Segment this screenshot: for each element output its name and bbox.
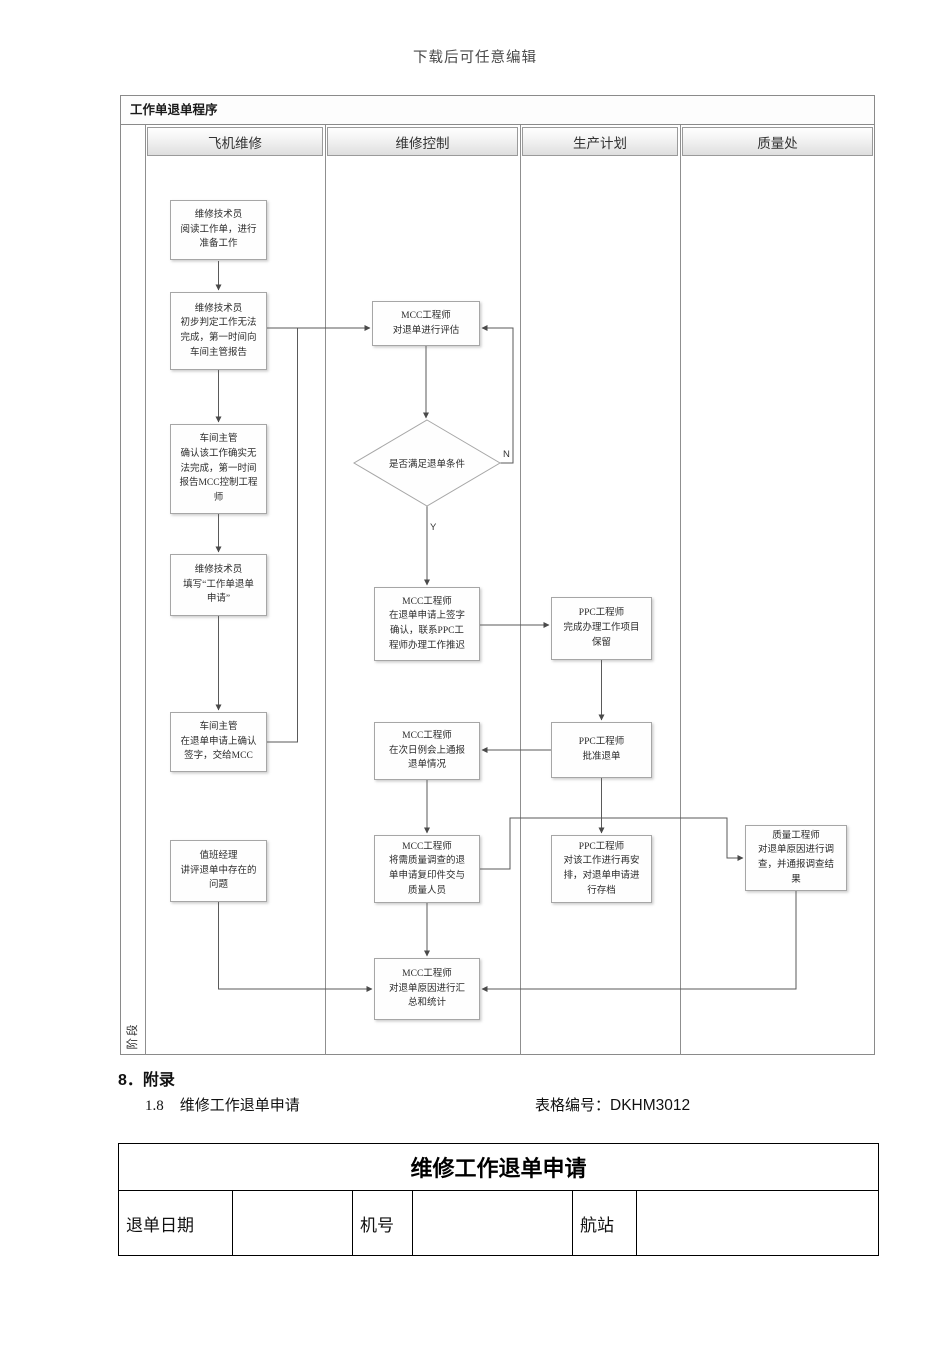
node-ppc-hold-project: PPC工程师 完成办理工作项目 保留 [551,597,652,660]
form-station-value [635,1190,880,1256]
form-title-row: 维修工作退单申请 [117,1143,880,1191]
edit-note: 下载后可任意编辑 [413,50,537,66]
node-prepare-work: 维修技术员 阅读工作单，进行 准备工作 [170,200,267,260]
form-title: 维修工作退单申请 [117,1143,880,1191]
node-mcc-copy-to-quality: MCC工程师 将需质量调查的退 单申请复印件交与 质量人员 [374,835,480,903]
return-application-form: 维修工作退单申请 退单日期 机号 航站 [117,1143,880,1256]
decision-label-no: N [503,449,510,460]
form-code-line: 表格编号：DKHM3012 [535,1094,690,1115]
stage-label: 阶段 [127,1022,139,1050]
lane-header-maintenance-control: 维修控制 [327,127,518,156]
node-duty-manager-review: 值班经理 讲评退单中存在的 问题 [170,840,267,902]
form-code-label: 表格编号： [535,1098,611,1114]
node-supervisor-confirm: 车间主管 确认该工作确实无 法完成，第一时间 报告MCC控制工程 师 [170,424,267,514]
node-quality-investigate: 质量工程师 对退单原因进行调 查，并通报调查结 果 [745,825,847,891]
lane-header-quality-department: 质量处 [682,127,873,156]
node-report-supervisor: 维修技术员 初步判定工作无法 完成，第一时间向 车间主管报告 [170,292,267,370]
form-code-value: DKHM3012 [610,1097,691,1114]
node-ppc-approve: PPC工程师 批准退单 [551,722,652,778]
form-station-label: 航站 [572,1190,637,1256]
form-aircraft-no-value [412,1190,573,1256]
form-aircraft-no-label: 机号 [352,1190,413,1256]
lane-separator [145,125,146,1055]
lane-header-aircraft-maintenance: 飞机维修 [147,127,323,156]
appendix-item-title: 维修工作退单申请 [179,1098,300,1114]
lane-header-production-planning: 生产计划 [522,127,678,156]
node-decision-return-condition: 是否满足退单条件 [388,460,465,470]
form-return-date-label: 退单日期 [118,1190,233,1256]
lane-separator [520,125,521,1055]
node-fill-application: 维修技术员 填写“工作单退单 申请” [170,554,267,616]
node-mcc-sign-contact-ppc: MCC工程师 在退单申请上签字 确认，联系PPC工 程师办理工作推迟 [374,587,480,661]
lane-separator [325,125,326,1055]
form-fields-row: 退单日期 机号 航站 [118,1190,880,1256]
appendix-item: 1.8 维修工作退单申请 [145,1094,300,1115]
node-mcc-meeting-report: MCC工程师 在次日例会上通报 退单情况 [374,722,480,780]
lane-separator [680,125,681,1055]
appendix-item-number: 1.8 [145,1098,164,1114]
node-mcc-evaluate: MCC工程师 对退单进行评估 [372,301,480,346]
flowchart-title: 工作单退单程序 [120,95,875,125]
form-return-date-value [232,1190,353,1256]
node-ppc-rearrange-archive: PPC工程师 对该工作进行再安 排，对退单申请进 行存档 [551,835,652,903]
node-mcc-summary: MCC工程师 对退单原因进行汇 总和统计 [374,958,480,1020]
appendix-heading: 8．附录 [118,1072,175,1089]
node-supervisor-sign: 车间主管 在退单申请上确认 签字，交给MCC [170,712,267,772]
decision-label-yes: Y [430,522,437,533]
